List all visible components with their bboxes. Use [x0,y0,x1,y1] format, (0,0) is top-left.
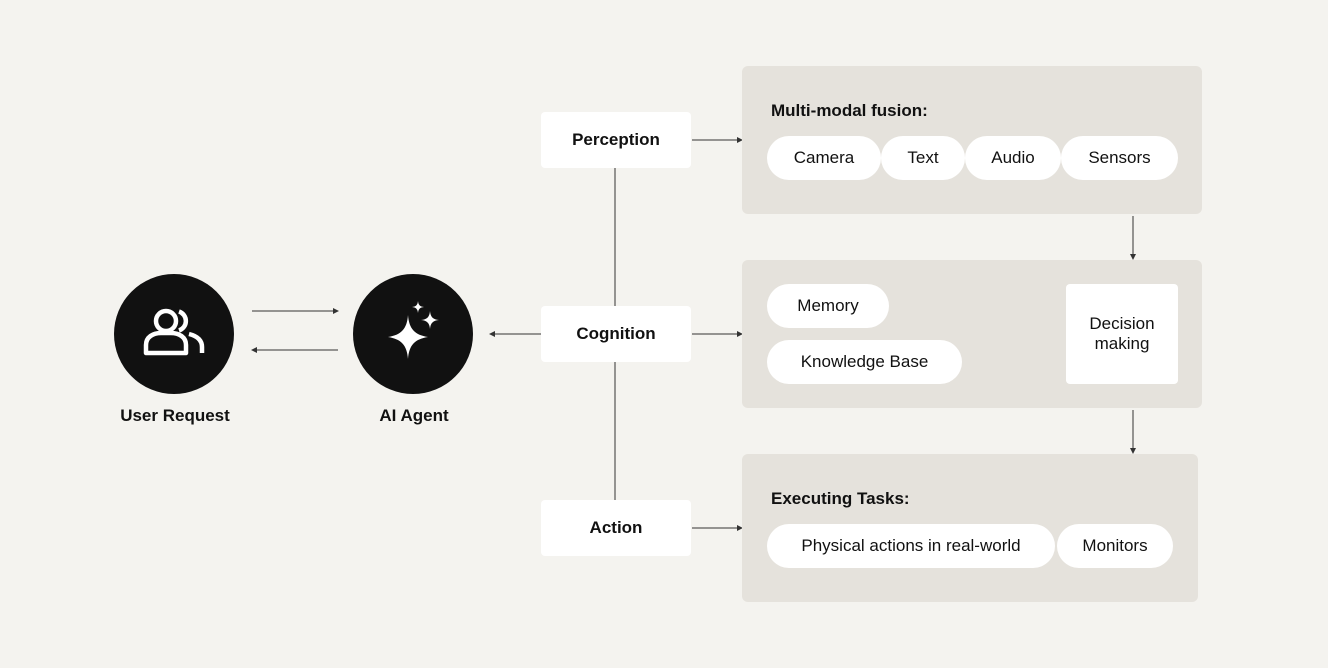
pill-memory: Memory [767,284,889,328]
perception-panel-title: Multi-modal fusion: [771,101,928,120]
pill-text: Text [881,136,965,180]
action-panel-title: Executing Tasks: [771,489,910,508]
user-request-node [114,274,234,394]
decision-making-label: Decision making [1089,314,1155,353]
cognition-panel: Memory Knowledge Base Decision making [742,260,1202,408]
perception-stage: Perception [541,112,691,168]
users-icon [141,307,207,362]
pill-sensors: Sensors [1061,136,1178,180]
action-stage: Action [541,500,691,556]
pill-camera: Camera [767,136,881,180]
pill-audio: Audio [965,136,1061,180]
user-request-label: User Request [120,406,230,425]
sparkle-icon [378,297,448,372]
perception-panel: Multi-modal fusion: Camera Text Audio Se… [742,66,1202,214]
decision-making-box: Decision making [1066,284,1178,384]
ai-agent-node [353,274,473,394]
action-panel: Executing Tasks: Physical actions in rea… [742,454,1198,602]
pill-monitors: Monitors [1057,524,1173,568]
cognition-stage: Cognition [541,306,691,362]
pill-knowledge-base: Knowledge Base [767,340,962,384]
ai-agent-label: AI Agent [379,406,449,425]
pill-physical-actions: Physical actions in real-world [767,524,1055,568]
